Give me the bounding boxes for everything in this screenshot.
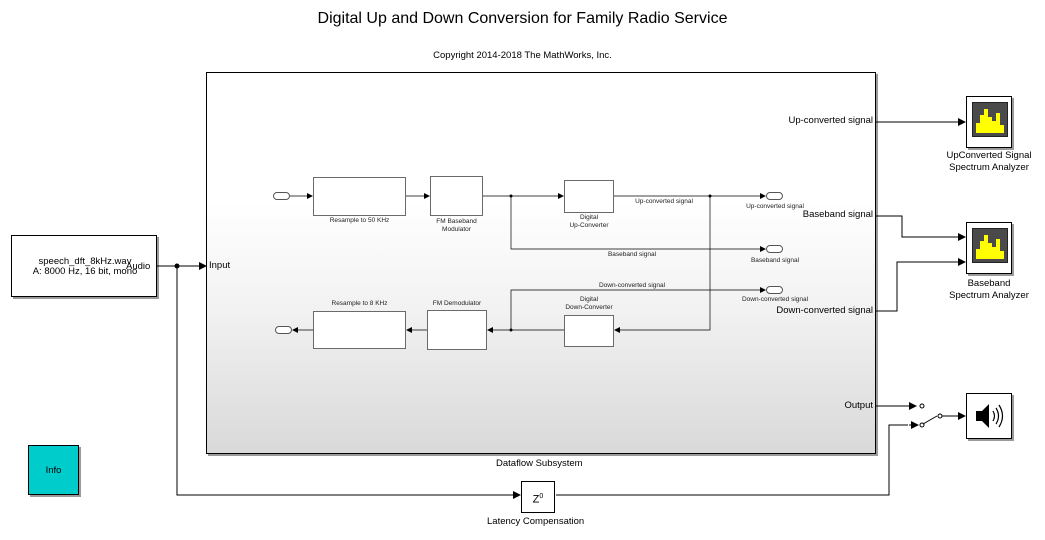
upconv-signal-label: Up-converted signal <box>635 198 693 205</box>
subsystem-output-upconverted: Up-converted signal <box>788 115 874 126</box>
inner-inport[interactable] <box>273 192 290 200</box>
latency-label: Latency Compensation <box>487 516 585 527</box>
fm-mod-label-2: Modulator <box>442 226 471 233</box>
copyright-text: Copyright 2014-2018 The MathWorks, Inc. <box>433 50 612 61</box>
scope2-label-2: Spectrum Analyzer <box>949 290 1029 301</box>
inner-outport-output[interactable] <box>275 326 292 334</box>
digital-upconverter-block[interactable] <box>564 180 614 213</box>
subsystem-output-downconverted: Down-converted signal <box>776 305 873 316</box>
downconv-label-2: Down-Converter <box>565 304 613 311</box>
audio-device-writer-block[interactable] <box>966 393 1012 439</box>
audio-source-block[interactable]: speech_dft_8kHz.wav A: 8000 Hz, 16 bit, … <box>11 235 157 297</box>
resample-8khz-block[interactable] <box>313 311 406 349</box>
digital-downconverter-block[interactable] <box>564 315 614 347</box>
downconv-signal-label: Down-converted signal <box>598 282 666 289</box>
inner-outport-upconverted[interactable] <box>766 192 783 200</box>
baseband-spectrum-analyzer[interactable] <box>966 222 1012 274</box>
outport-downconverted-label: Down-converted signal <box>741 296 809 303</box>
resample-8khz-label: Resample to 8 KHz <box>331 300 388 307</box>
upconverted-spectrum-analyzer[interactable] <box>966 96 1012 148</box>
dataflow-subsystem[interactable] <box>206 72 876 454</box>
info-button[interactable]: Info <box>28 445 79 495</box>
latency-compensation-block[interactable]: Z0 <box>521 481 555 513</box>
subsystem-output-output: Output <box>844 400 873 411</box>
inner-outport-baseband[interactable] <box>766 245 783 253</box>
fm-demodulator-label: FM Demodulator <box>432 300 482 307</box>
subsystem-input-label: Input <box>209 260 231 271</box>
fm-demodulator-block[interactable] <box>427 310 487 350</box>
source-format: A: 8000 Hz, 16 bit, mono <box>32 266 138 277</box>
downconv-label-1: Digital <box>579 296 599 303</box>
upconv-label-2: Up-Converter <box>569 222 609 229</box>
scope2-label-1: Baseband <box>967 278 1011 289</box>
outport-baseband-label: Baseband signal <box>750 257 800 264</box>
scope1-label-2: Spectrum Analyzer <box>949 162 1029 173</box>
fm-mod-label-1: FM Baseband <box>436 218 477 225</box>
inner-outport-downconverted[interactable] <box>766 286 783 294</box>
upconv-label-1: Digital <box>579 214 599 221</box>
resample-50khz-label: Resample to 50 KHz <box>329 217 390 224</box>
delay-exponent: 0 <box>539 493 544 500</box>
spectrum-display-icon <box>972 102 1008 137</box>
subsystem-name: Dataflow Subsystem <box>496 458 583 469</box>
fm-baseband-modulator-block[interactable] <box>430 176 483 216</box>
resample-50khz-block[interactable] <box>313 177 406 216</box>
source-filename: speech_dft_8kHz.wav <box>38 256 132 267</box>
subsystem-output-baseband: Baseband signal <box>802 209 873 220</box>
spectrum-display-icon <box>972 228 1008 263</box>
speaker-icon <box>976 404 1004 428</box>
diagram-title: Digital Up and Down Conversion for Famil… <box>317 10 728 27</box>
source-port-audio: Audio <box>126 261 151 272</box>
delay-symbol: Z <box>532 493 540 506</box>
outport-upconverted-label: Up-converted signal <box>746 203 804 210</box>
baseband-signal-label: Baseband signal <box>607 251 657 258</box>
scope1-label-1: UpConverted Signal <box>946 150 1032 161</box>
